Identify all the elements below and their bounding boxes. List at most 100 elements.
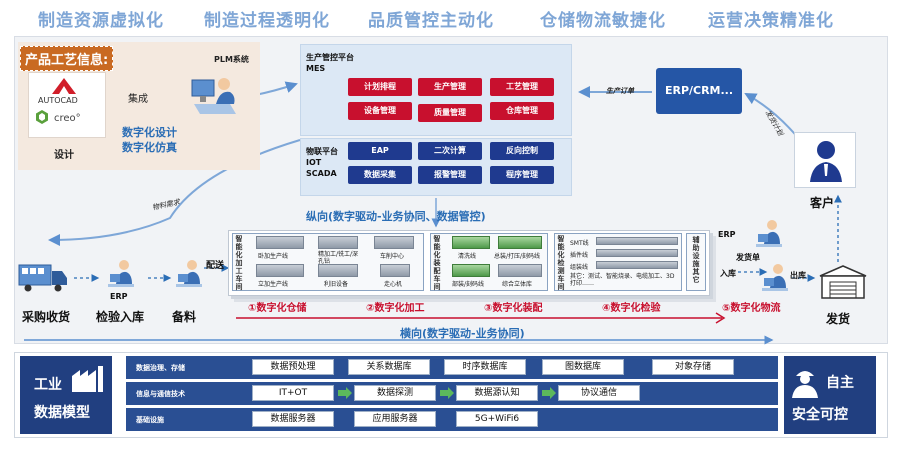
- cell-timeseries-db[interactable]: 时序数据库: [444, 359, 526, 375]
- plm-label: PLM系统: [214, 55, 249, 64]
- plm-engineer-icon: [191, 78, 236, 114]
- step-warehousing: ①数字化仓储: [248, 303, 307, 314]
- mes-label-line2: MES: [306, 64, 326, 73]
- row-title-ict: 信息与通信技术: [136, 390, 185, 398]
- erp-crm-box[interactable]: ERP/CRM...: [656, 68, 742, 114]
- autocad-logo-icon: [52, 78, 76, 94]
- industrial-data-model-block: 工业 数据模型: [20, 356, 112, 434]
- truck-icon: [18, 264, 67, 292]
- machine-smt: [596, 237, 678, 245]
- material-prep-icon: [176, 260, 202, 287]
- ship-note-label: 发货单: [736, 253, 760, 262]
- machine-label: 精加工/铣工/深孔钻: [318, 251, 359, 265]
- mes-btn-warehouse[interactable]: 仓库管理: [490, 102, 554, 120]
- customer-label: 客户: [810, 196, 835, 210]
- iot-btn-program[interactable]: 程序管理: [490, 166, 554, 184]
- mes-btn-schedule[interactable]: 计划排程: [348, 78, 412, 96]
- product-info-title: 产品工艺信息:: [20, 46, 114, 71]
- slogan-4: 仓储物流敏捷化: [540, 11, 666, 31]
- mes-label: 生产管控平台 MES: [306, 52, 354, 74]
- machine-legacy: [318, 264, 358, 277]
- auxiliary-facility: [686, 233, 706, 291]
- iot-label-line2: IOT: [306, 158, 322, 167]
- out-store-label: 出库: [790, 271, 806, 280]
- plugin-label: 插件线: [570, 252, 589, 259]
- machine-label: 总装/打压/刻码线: [494, 253, 541, 260]
- cell-protocol[interactable]: 协议通信: [558, 385, 640, 401]
- secure-control-block: 自主 安全可控: [784, 356, 876, 434]
- distribute-label: 配送: [206, 261, 225, 271]
- other-label: 其它：测试、智能烧录、电缆加工、3D打印……: [570, 273, 675, 287]
- machine-swiss: [380, 264, 410, 277]
- inspector-icon: [108, 260, 134, 287]
- machine-clean: [452, 236, 490, 249]
- creo-logo-icon: [36, 110, 48, 124]
- cell-data-probe[interactable]: 数据探测: [354, 385, 436, 401]
- machine-horizontal: [256, 236, 304, 249]
- mes-btn-process[interactable]: 工艺管理: [490, 78, 554, 96]
- cell-preprocess[interactable]: 数据预处理: [252, 359, 334, 375]
- slogan-5: 运营决策精准化: [708, 11, 834, 31]
- purchase-receive-label: 采购收货: [22, 310, 71, 324]
- creo-label: creo°: [54, 113, 81, 124]
- machine-turning: [374, 236, 414, 249]
- horizontal-integration-label: 横向(数字驱动-业务协同): [400, 327, 525, 340]
- machine-assembly-line: [596, 261, 678, 269]
- mes-btn-quality[interactable]: 质量管理: [418, 104, 482, 122]
- cell-source-cognition[interactable]: 数据源认知: [456, 385, 538, 401]
- cell-object-storage[interactable]: 对象存储: [652, 359, 734, 375]
- step-assembly: ③数字化装配: [484, 303, 543, 314]
- row-title-infrastructure: 基础设施: [136, 416, 164, 424]
- cell-relational-db[interactable]: 关系数据库: [348, 359, 430, 375]
- ship-label: 发货: [826, 312, 851, 326]
- iot-label-line1: 物联平台: [306, 147, 338, 156]
- slogan-1: 制造资源虚拟化: [38, 11, 164, 31]
- machine-storage: [498, 264, 542, 277]
- iot-btn-reverse[interactable]: 反向控制: [490, 142, 554, 160]
- step-logistics: ⑤数字化物流: [722, 303, 781, 314]
- machine-label: 走心机: [384, 281, 403, 288]
- integrate-label: 集成: [128, 94, 148, 105]
- row-infrastructure: [126, 408, 778, 431]
- secure-title2: 安全可控: [792, 407, 848, 423]
- machine-label: 立加生产线: [258, 281, 289, 288]
- design-label: 设计: [54, 150, 74, 161]
- step-machining: ②数字化加工: [366, 303, 425, 314]
- cell-data-server[interactable]: 数据服务器: [252, 411, 334, 427]
- auxiliary-facility-title: 辅助设施其它: [692, 236, 700, 284]
- machine-vertical: [256, 264, 304, 277]
- mes-btn-production[interactable]: 生产管理: [418, 78, 482, 96]
- inspect-store-label: 检验入库: [96, 310, 145, 324]
- arrow-right-icon: [440, 387, 454, 399]
- iot-label-line3: SCADA: [306, 169, 337, 178]
- machine-label: 部装/刻码线: [452, 281, 485, 288]
- smt-label: SMT线: [570, 240, 589, 247]
- machine-plugin: [596, 249, 678, 257]
- slogan-2: 制造过程透明化: [204, 11, 330, 31]
- cell-graph-db[interactable]: 图数据库: [542, 359, 624, 375]
- digital-sim-label: 数字化仿真: [122, 141, 177, 154]
- machine-label: 清洗线: [458, 253, 477, 260]
- shipping-clerk-icon: [756, 220, 782, 247]
- iot-btn-collect[interactable]: 数据采集: [348, 166, 412, 184]
- machine-assembly: [498, 236, 542, 249]
- assembly-line-label: 组装线: [570, 264, 589, 271]
- machine-subassembly: [452, 264, 490, 277]
- cell-5g-wifi[interactable]: 5G+WiFi6: [456, 411, 538, 427]
- prepare-material-label: 备料: [172, 310, 197, 324]
- warehouse-icon: [819, 265, 867, 299]
- iot-btn-alarm[interactable]: 报警管理: [418, 166, 482, 184]
- machining-workshop-title: 智能化加工车间: [235, 235, 243, 291]
- erp-left-label: ERP: [110, 292, 128, 301]
- data-model-title1: 工业: [34, 377, 62, 393]
- in-store-label: 入库: [720, 269, 736, 278]
- mes-btn-equipment[interactable]: 设备管理: [348, 102, 412, 120]
- iot-btn-calc[interactable]: 二次计算: [418, 142, 482, 160]
- arrow-right-icon: [542, 387, 556, 399]
- digital-design-text: 数字化设计 数字化仿真: [122, 125, 177, 155]
- data-model-title2: 数据模型: [34, 405, 90, 421]
- cell-app-server[interactable]: 应用服务器: [354, 411, 436, 427]
- cell-it-ot[interactable]: IT+OT: [252, 385, 334, 401]
- iot-btn-eap[interactable]: EAP: [348, 142, 412, 160]
- testing-workshop-title: 智能化检测车间: [557, 235, 565, 291]
